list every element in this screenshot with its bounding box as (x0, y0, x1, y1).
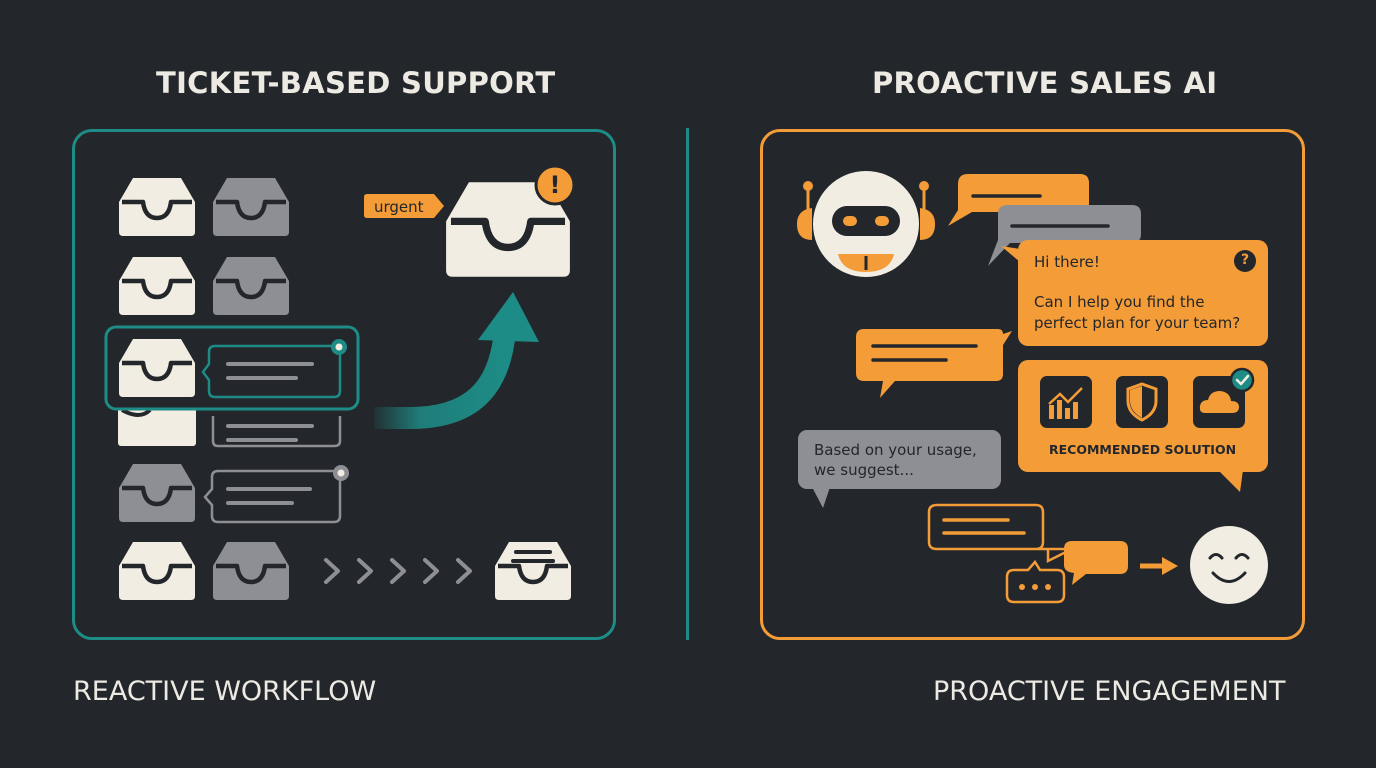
chevron-icon (324, 558, 340, 584)
smiley-face-icon (1190, 526, 1268, 604)
chevron-icon (456, 558, 472, 584)
chevron-icon (390, 558, 406, 584)
inbox-tray-icon (119, 464, 195, 522)
tray-grid (118, 178, 289, 600)
recommended-solution-card (1018, 360, 1268, 492)
left-heading: TICKET-BASED SUPPORT (156, 66, 556, 100)
chat-bubble-icon (927, 503, 1073, 564)
urgent-ticket (364, 164, 576, 277)
inbox-tray-icon (118, 405, 196, 446)
suggest-bubble (798, 430, 1001, 508)
right-arrow-icon (1140, 557, 1178, 575)
highlighted-ticket (104, 325, 360, 411)
inbox-tray-icon (213, 542, 289, 600)
alert-icon (534, 164, 576, 206)
ticket-panel (72, 129, 616, 640)
checkmark-icon (1229, 367, 1255, 393)
curved-arrow-icon (374, 328, 516, 429)
urgent-label: urgent (374, 198, 424, 216)
help-icon (1234, 250, 1256, 272)
alert-glyph: ! (549, 171, 561, 199)
inbox-tray-icon (119, 339, 195, 397)
greeting-text: Hi there! (1034, 253, 1100, 271)
offer-line-2: perfect plan for your team? (1034, 314, 1241, 332)
inbox-tray-icon (119, 542, 195, 600)
inbox-tray-icon (213, 257, 289, 315)
right-heading: PROACTIVE SALES AI (872, 66, 1218, 100)
offer-line-1: Can I help you find the (1034, 293, 1205, 311)
chevron-icon (423, 558, 439, 584)
solution-label: RECOMMENDED SOLUTION (1049, 442, 1237, 457)
resolved-ticket (495, 542, 571, 600)
ticket-bubble-grey (203, 465, 349, 524)
robot-icon (796, 171, 936, 277)
suggest-line-2: we suggest... (814, 461, 914, 479)
left-caption: REACTIVE WORKFLOW (73, 676, 377, 707)
chat-bubble-icon (988, 205, 1141, 266)
chevron-row (324, 558, 472, 584)
inbox-tray-icon (119, 257, 195, 315)
arrow-head (478, 292, 539, 342)
inbox-tray-icon (213, 178, 289, 236)
suggest-line-1: Based on your usage, (814, 441, 977, 459)
chat-bubble-icon (1064, 541, 1128, 585)
right-caption: PROACTIVE ENGAGEMENT (933, 676, 1286, 707)
chevron-icon (357, 558, 373, 584)
inbox-tray-icon (119, 178, 195, 236)
chat-bubble-icon (856, 329, 1012, 398)
offer-bubble (1001, 240, 1268, 346)
ticket-bubble-faded (211, 416, 342, 448)
sales-ai-panel (760, 129, 1305, 640)
chat-bubble-icon (948, 174, 1089, 226)
typing-bubble (1005, 559, 1066, 604)
bar-chart-icon (1040, 376, 1092, 428)
urgent-tag (364, 194, 444, 218)
help-glyph: ? (1240, 252, 1250, 268)
divider (686, 128, 689, 640)
